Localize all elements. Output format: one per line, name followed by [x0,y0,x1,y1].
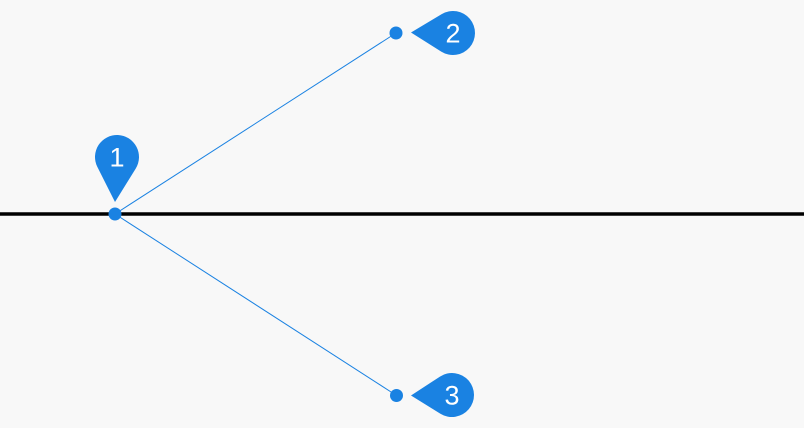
callout-balloon-1-icon [94,135,139,202]
callout-balloon-2-icon [411,10,475,55]
segment-1-3 [114,213,397,396]
callout-balloon-3-icon [411,373,474,418]
callout-number-2: 2 [445,19,460,49]
point-dot-1 [108,207,122,221]
callout-1: 1 [94,135,139,202]
callout-number-3: 3 [444,381,459,411]
callout-3: 3 [411,373,474,418]
segment-1-2 [114,32,397,215]
point-dot-2 [389,26,403,40]
point-dot-3 [390,389,403,402]
callout-2: 2 [411,10,475,55]
callout-number-1: 1 [109,143,124,173]
